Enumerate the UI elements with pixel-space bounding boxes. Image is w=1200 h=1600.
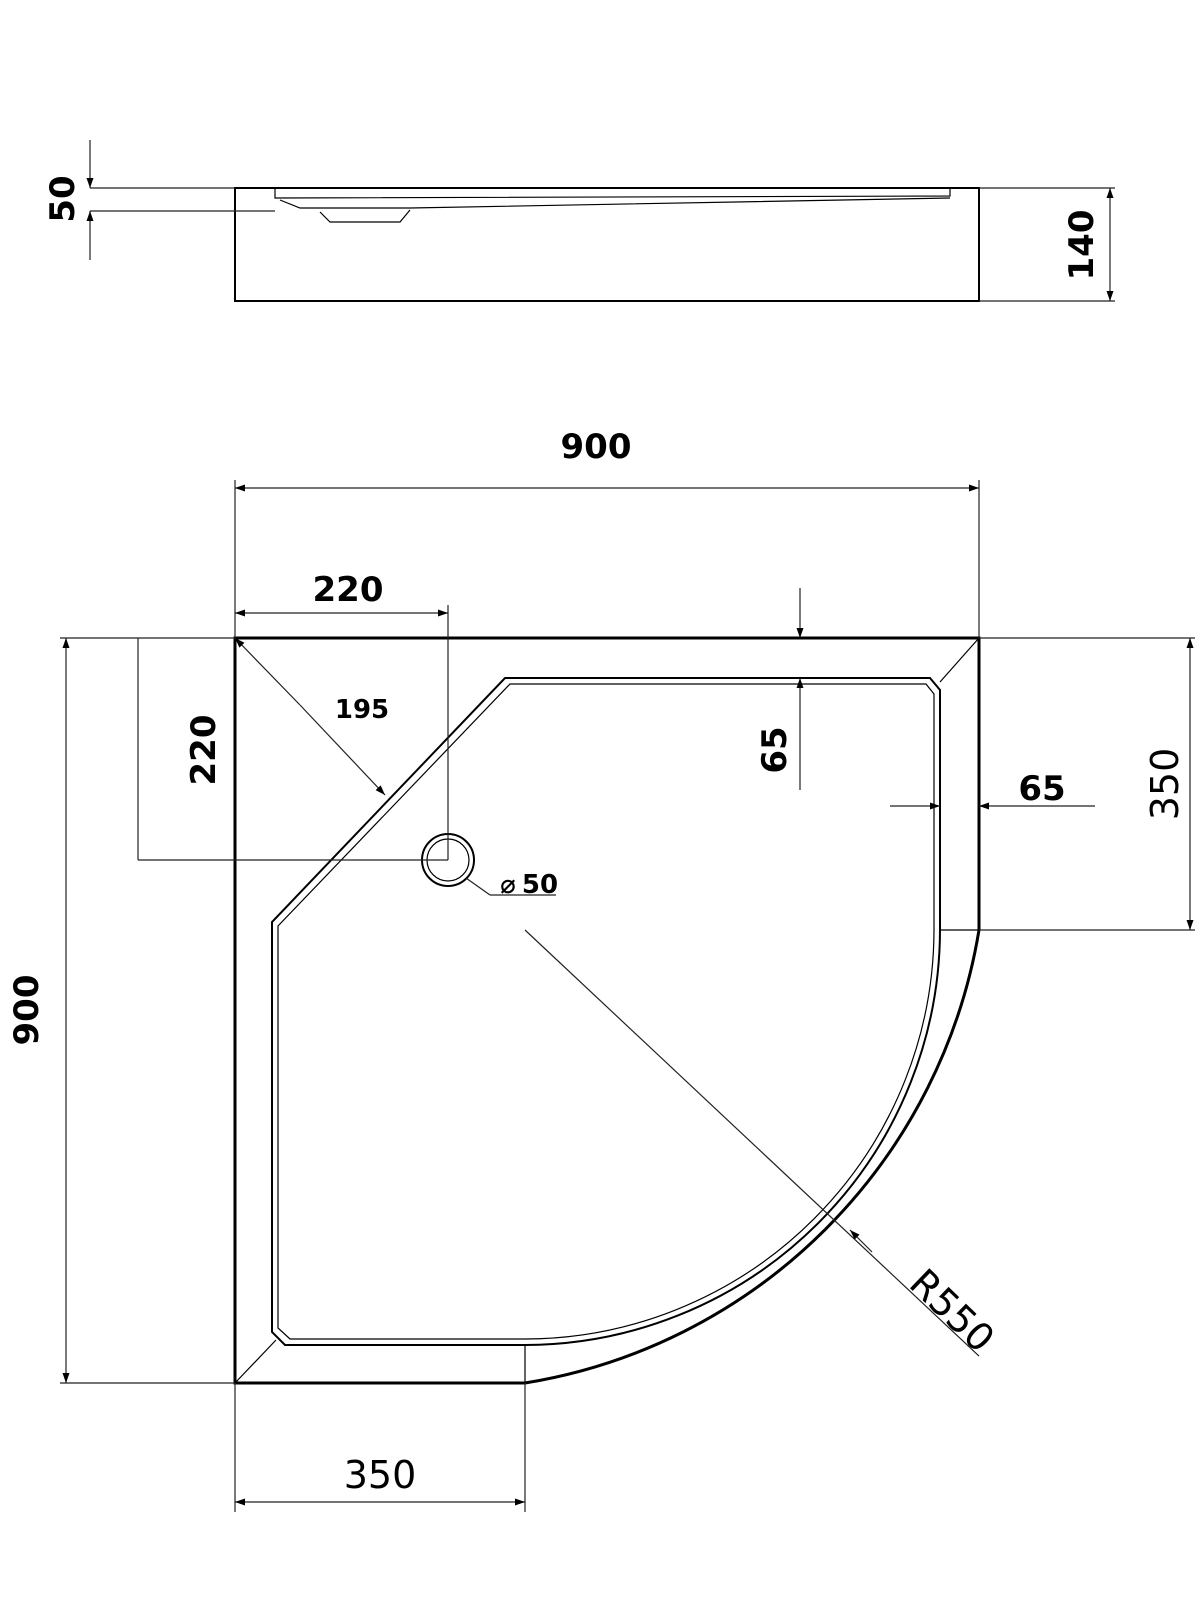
dim-65-right-label: 65 xyxy=(1018,769,1065,809)
dim-220-h-label: 220 xyxy=(313,570,384,610)
chamfer-bottom-left xyxy=(234,1339,277,1384)
side-view: 50 140 xyxy=(43,140,1115,302)
plan-outer-outline xyxy=(233,636,981,1385)
dim-195-label: 195 xyxy=(335,695,389,725)
dim-65-top-label: 65 xyxy=(755,726,795,773)
dim-195-arrow-bottom xyxy=(299,704,386,796)
dim-195-arrow-top xyxy=(234,637,301,706)
side-view-inner-rim xyxy=(274,188,951,199)
dim-drain-label: 50 xyxy=(522,870,558,900)
side-view-drain-outlet xyxy=(319,209,411,223)
chamfer-top-right xyxy=(939,637,980,683)
plan-view: 900 900 220 220 195 65 65 350 xyxy=(7,427,1195,1512)
diameter-symbol-icon: ⌀ xyxy=(500,870,516,900)
dim-r550-arrow xyxy=(849,1229,873,1253)
side-view-drain-recess xyxy=(279,197,951,209)
dim-350-bottom-label: 350 xyxy=(344,1453,417,1497)
dim-140-label: 140 xyxy=(1062,210,1102,281)
dim-900-top-label: 900 xyxy=(561,427,632,467)
plan-inner-basin-edge xyxy=(277,683,935,1340)
dim-drain-leader xyxy=(465,877,491,896)
dim-50-label: 50 xyxy=(43,175,83,222)
dim-r550-label: R550 xyxy=(901,1260,1003,1360)
dim-r550-leader xyxy=(524,929,980,1357)
dim-220-v-label: 220 xyxy=(184,715,224,786)
plan-inner-basin xyxy=(271,677,941,1346)
dim-900-left-label: 900 xyxy=(7,975,47,1046)
dim-350-right-label: 350 xyxy=(1143,748,1187,821)
